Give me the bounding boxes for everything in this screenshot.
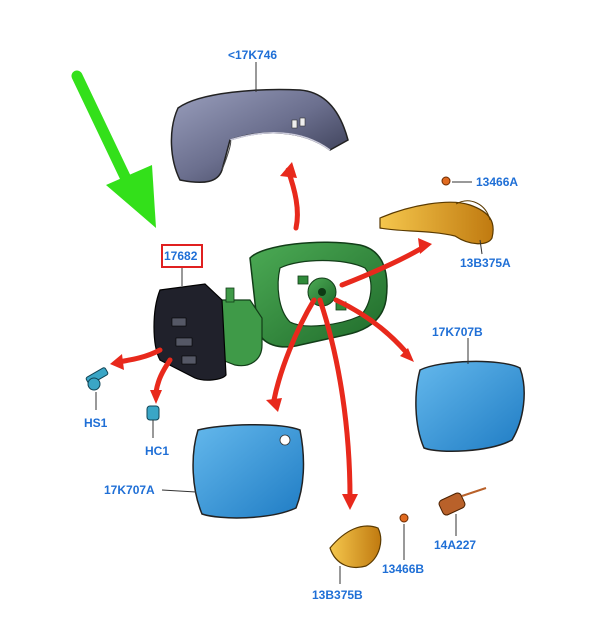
screw xyxy=(85,367,109,391)
indicator-top xyxy=(379,176,494,245)
label-bulb-bottom: 13466B xyxy=(382,562,425,576)
indicator-bottom xyxy=(329,513,409,569)
label-bulb-top: 13466A xyxy=(476,175,519,189)
label-wire: 14A227 xyxy=(434,538,477,552)
label-glass-left: 17K707A xyxy=(104,483,155,497)
label-mirror-housing: 17682 xyxy=(164,249,198,263)
label-cap: <17K746 xyxy=(228,48,278,62)
leader-lines xyxy=(95,62,483,584)
highlight-box xyxy=(161,244,203,268)
label-indicator-bottom: 13B375B xyxy=(312,588,363,602)
pointer-arrow xyxy=(71,70,156,228)
label-screw: HS1 xyxy=(84,416,108,430)
mirror-base xyxy=(153,283,263,381)
mirror-glass-right xyxy=(415,360,525,452)
mirror-cap xyxy=(170,88,349,183)
clip xyxy=(146,405,160,421)
mirror-frame xyxy=(249,241,388,348)
explode-arrows xyxy=(115,167,425,501)
label-clip: HC1 xyxy=(145,444,170,458)
mirror-glass-left xyxy=(192,423,305,519)
label-glass-right: 17K707B xyxy=(432,325,483,339)
explode-arrowheads xyxy=(110,162,432,510)
wire-connector xyxy=(438,487,487,516)
label-indicator-top: 13B375A xyxy=(460,256,511,270)
